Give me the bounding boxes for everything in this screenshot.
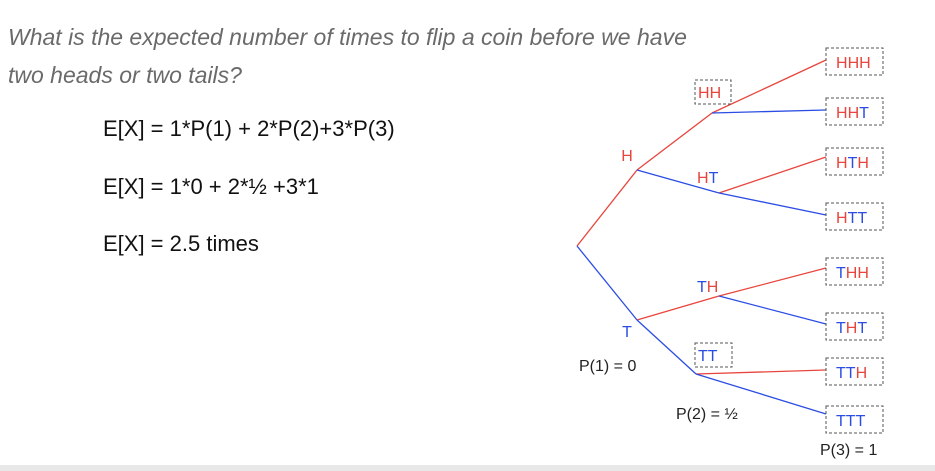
htt-outcome-box [825, 202, 884, 231]
node-label-h: H [621, 148, 633, 165]
branch-ht-to-hth [718, 156, 827, 194]
node-label-thh: THH [836, 265, 869, 282]
branch-th-to-tht [718, 295, 827, 325]
node-label-hht: HHT [836, 105, 869, 122]
hh-outcome-box [694, 79, 732, 105]
probability-p2: P(2) = ½ [676, 406, 738, 423]
branch-tt-to-ttt [695, 373, 827, 415]
branch-h-to-hh [636, 112, 713, 171]
node-label-tt: TT [698, 348, 718, 365]
node-label-t: T [622, 324, 632, 341]
branch-hh-to-hht [711, 109, 827, 114]
node-label-hhh: HHH [836, 55, 871, 72]
branch-tt-to-tth [695, 369, 827, 375]
bottom-divider [0, 465, 935, 471]
tth-outcome-box [825, 357, 884, 386]
thh-outcome-box [825, 257, 884, 286]
hhh-outcome-box [825, 47, 884, 76]
tht-outcome-box [825, 312, 884, 341]
tt-outcome-box [694, 342, 733, 368]
hth-outcome-box [825, 147, 884, 176]
branch-hh-to-hhh [711, 59, 827, 114]
node-label-hth: HTH [836, 155, 869, 172]
hht-outcome-box [825, 97, 884, 126]
branch-root-to-t [576, 245, 638, 321]
branch-root-to-h [576, 169, 638, 247]
node-label-htt: HTT [836, 210, 867, 227]
node-label-ttt: TTT [836, 413, 866, 430]
equation-general: E[X] = 1*P(1) + 2*P(2)+3*P(3) [103, 116, 395, 141]
branch-ht-to-htt [718, 192, 827, 216]
branch-t-to-th [636, 295, 720, 321]
branch-t-to-tt [636, 319, 697, 375]
node-label-th: TH [697, 279, 718, 296]
equation-substituted: E[X] = 1*0 + 2*½ +3*1 [103, 174, 319, 199]
node-label-tht: THT [836, 320, 867, 337]
branch-h-to-ht [636, 169, 720, 194]
equation-result: E[X] = 2.5 times [103, 231, 259, 256]
node-label-ht: HT [697, 170, 719, 187]
probability-p3: P(3) = 1 [820, 442, 877, 459]
probability-p1: P(1) = 0 [579, 358, 636, 375]
ttt-outcome-box [825, 405, 884, 434]
question-text: What is the expected number of times to … [8, 18, 808, 94]
node-label-hh: HH [698, 85, 721, 102]
branch-th-to-thh [718, 267, 827, 297]
question-line-2: two heads or two tails? [8, 62, 242, 88]
node-label-tth: TTH [836, 365, 867, 382]
question-line-1: What is the expected number of times to … [8, 24, 687, 50]
